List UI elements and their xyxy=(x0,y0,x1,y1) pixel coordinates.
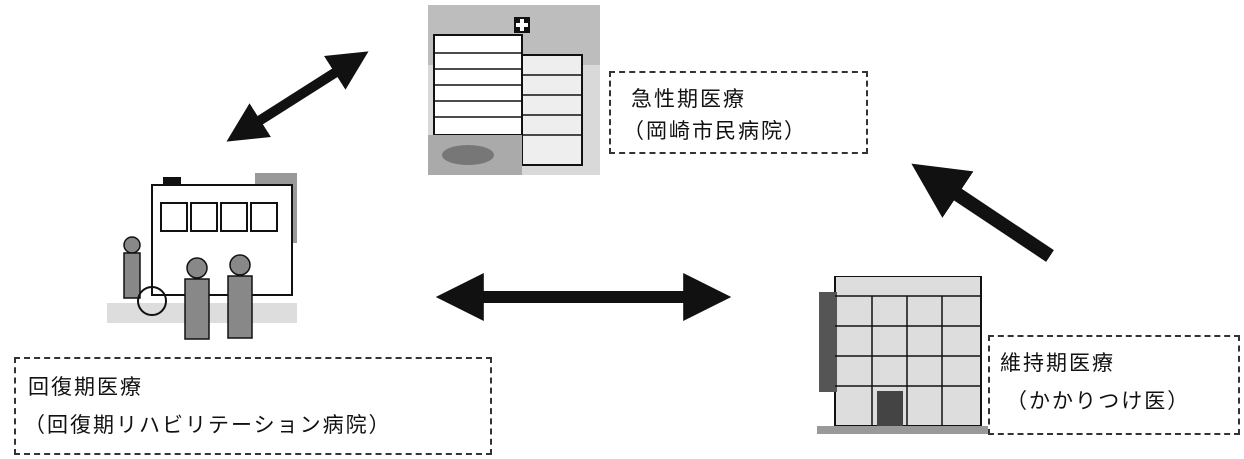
acute-care-box: 急性期医療 （岡崎市民病院） xyxy=(609,71,868,154)
clinic-building-icon xyxy=(817,276,992,434)
acute-care-title: 急性期医療 xyxy=(631,87,746,111)
acute-care-subtitle: （岡崎市民病院） xyxy=(623,119,807,143)
recovery-hospital-illustration xyxy=(107,173,297,361)
maintenance-care-box: 維持期医療 （かかりつけ医） xyxy=(988,335,1240,435)
arrow-acute-recovery xyxy=(226,51,369,142)
maintenance-care-title: 維持期医療 xyxy=(1000,351,1115,375)
recovery-care-title: 回復期医療 xyxy=(28,375,143,399)
recovery-care-box: 回復期医療 （回復期リハビリテーション病院） xyxy=(14,357,492,455)
rehab-building-icon xyxy=(107,173,297,361)
hospital-building-icon xyxy=(428,5,600,175)
arrow-maintenance-acute xyxy=(911,163,1054,262)
maintenance-clinic-illustration xyxy=(817,276,992,434)
maintenance-care-subtitle: （かかりつけ医） xyxy=(1006,389,1191,413)
recovery-care-subtitle: （回復期リハビリテーション病院） xyxy=(24,413,392,437)
acute-hospital-illustration xyxy=(428,5,600,175)
